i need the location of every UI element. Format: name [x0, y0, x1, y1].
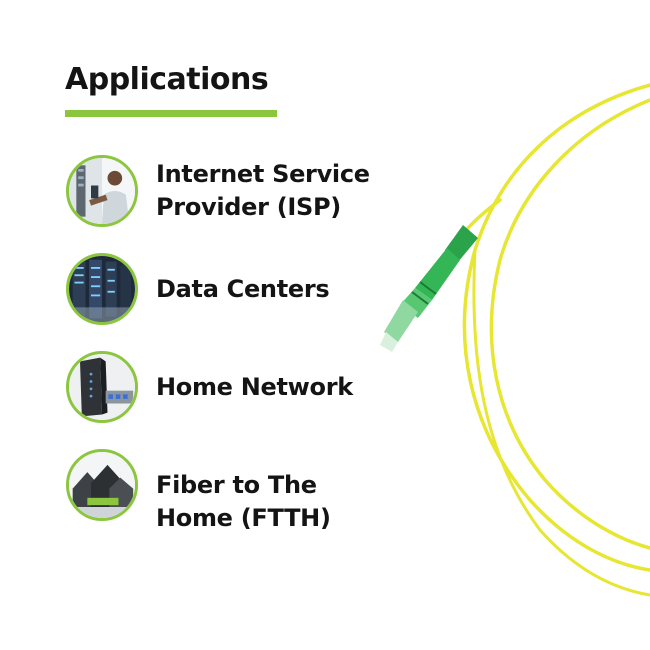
application-item-isp: Internet Service Provider (ISP) — [66, 155, 396, 235]
houses-icon — [66, 449, 138, 521]
application-label-isp: Internet Service Provider (ISP) — [156, 160, 370, 221]
cable-loop-inner — [472, 248, 650, 597]
cable-loop-middle — [489, 98, 650, 550]
application-item-home-network: Home Network — [66, 351, 396, 431]
technician-icon — [66, 155, 138, 227]
application-item-data-centers: Data Centers — [66, 253, 396, 333]
application-label-ftth: Fiber to The Home (FTTH) — [156, 471, 331, 532]
application-label-home-network: Home Network — [156, 373, 353, 401]
cable-loop-outer — [462, 83, 650, 572]
page-title: Applications — [65, 62, 269, 97]
cable-lead — [460, 198, 502, 237]
server-rack-icon — [66, 253, 138, 325]
router-icon — [66, 351, 138, 423]
title-underline — [65, 110, 277, 117]
application-item-ftth: Fiber to The Home (FTTH) — [66, 449, 396, 532]
application-label-data-centers: Data Centers — [156, 275, 330, 303]
